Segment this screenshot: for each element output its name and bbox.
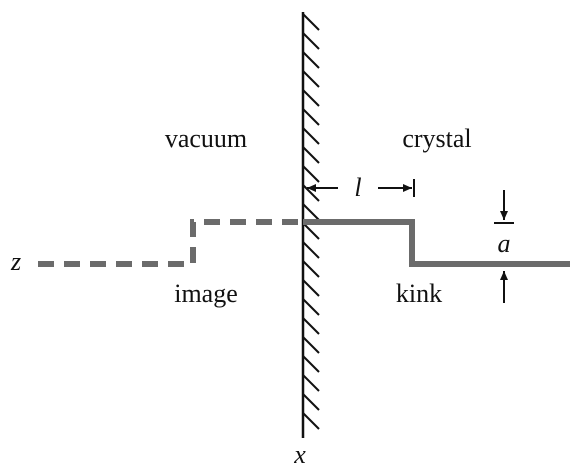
wall-hatch-mark [302,336,320,354]
kink-step [303,219,570,267]
wall-hatch-mark [302,203,320,221]
wall-hatch-mark [302,184,320,202]
image-step [38,219,303,267]
kink-label: kink [396,279,442,308]
vacuum-label: vacuum [165,124,247,153]
wall-hatch-mark [302,127,320,145]
image-step-line [38,219,303,267]
wall-hatch-mark [302,412,320,430]
wall-hatch-mark [302,32,320,50]
wall-hatch-mark [302,13,320,31]
a-label: a [498,229,511,258]
wall-hatch-mark [302,355,320,373]
wall-hatch-mark [302,146,320,164]
wall-hatch-mark [302,298,320,316]
wall-hatch-mark [302,222,320,240]
wall-hatching [302,13,320,430]
wall-hatch-mark [302,108,320,126]
dimension-l: l [307,173,415,202]
image-label: image [174,279,238,308]
x-axis-label: x [293,440,306,469]
l-label: l [354,173,361,202]
wall-hatch-mark [302,393,320,411]
wall-hatch-mark [302,279,320,297]
dimension-a: a [494,190,514,303]
wall-hatch-mark [302,89,320,107]
wall-hatch-mark [302,165,320,183]
wall-hatch-mark [302,317,320,335]
wall-hatch-mark [302,374,320,392]
z-axis-label: z [10,247,21,276]
wall-hatch-mark [302,260,320,278]
wall-hatch-mark [302,51,320,69]
wall-hatch-mark [302,241,320,259]
wall-hatch-mark [302,70,320,88]
crystal-label: crystal [402,124,471,153]
kink-step-line [303,219,570,267]
